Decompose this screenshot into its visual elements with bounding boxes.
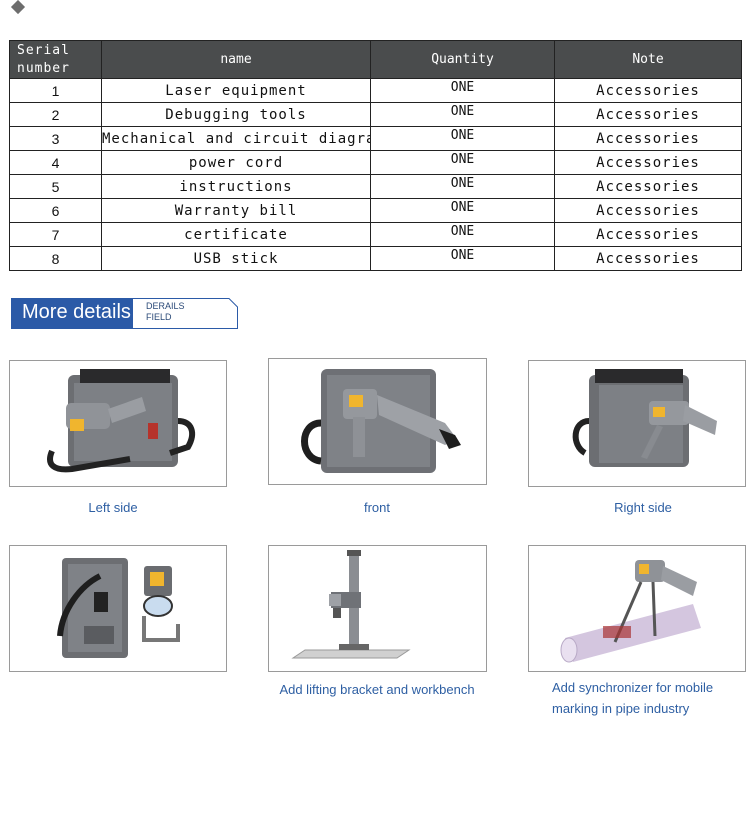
- cell-name: instructions: [101, 174, 371, 199]
- bullet-diamond-icon: [10, 0, 26, 15]
- caption-lifting-bracket: Add lifting bracket and workbench: [279, 682, 475, 697]
- cell-serial: 1: [9, 78, 102, 103]
- cell-quantity: ONE: [370, 150, 555, 175]
- banner-shape: [11, 298, 238, 329]
- cell-name: power cord: [101, 150, 371, 175]
- cell-name: Debugging tools: [101, 102, 371, 127]
- cell-serial: 6: [9, 198, 102, 223]
- cell-quantity: ONE: [370, 198, 555, 223]
- cell-quantity: ONE: [370, 78, 555, 103]
- cell-quantity: ONE: [370, 102, 555, 127]
- table-header-row: Serial number name Quantity Note: [9, 40, 742, 79]
- header-name: name: [101, 40, 371, 79]
- laser-machine-right-image: [572, 369, 717, 467]
- cell-name: Warranty bill: [101, 198, 371, 223]
- pipe-synchronizer-image: [560, 560, 701, 663]
- banner-subtitle: DERAILS FIELD: [146, 301, 185, 323]
- lifting-bracket-image: [291, 550, 411, 659]
- cell-quantity: ONE: [370, 126, 555, 151]
- laser-machine-left-image: [47, 369, 196, 473]
- cell-note: Accessories: [554, 222, 742, 247]
- photo-back: [9, 545, 227, 672]
- caption-left-side: Left side: [88, 500, 138, 515]
- cell-serial: 3: [9, 126, 102, 151]
- cell-name: USB stick: [101, 246, 371, 271]
- cell-name: certificate: [101, 222, 371, 247]
- photo-front: [268, 358, 487, 485]
- cell-note: Accessories: [554, 150, 742, 175]
- caption-right-side: Right side: [614, 500, 672, 515]
- photo-synchronizer: [528, 545, 746, 672]
- banner-sub-line1: DERAILS: [146, 301, 185, 311]
- banner-title: More details: [22, 301, 131, 323]
- cell-serial: 2: [9, 102, 102, 127]
- cell-serial: 8: [9, 246, 102, 271]
- cell-quantity: ONE: [370, 174, 555, 199]
- laser-machine-front-image: [301, 369, 461, 473]
- cell-quantity: ONE: [370, 246, 555, 271]
- cell-name: Mechanical and circuit diagram: [101, 126, 371, 151]
- caption-front: front: [363, 500, 390, 515]
- banner-sub-line2: FIELD: [146, 312, 172, 322]
- cell-note: Accessories: [554, 78, 742, 103]
- cell-serial: 5: [9, 174, 102, 199]
- photo-lifting-bracket: [268, 545, 487, 672]
- caption-synchronizer: Add synchronizer for mobile marking in p…: [552, 680, 714, 716]
- cell-serial: 7: [9, 222, 102, 247]
- cell-quantity: ONE: [370, 222, 555, 247]
- cell-name: Laser equipment: [101, 78, 371, 103]
- laser-machine-back-image: [57, 558, 180, 658]
- header-quantity: Quantity: [370, 40, 555, 79]
- cell-serial: 4: [9, 150, 102, 175]
- cell-note: Accessories: [554, 102, 742, 127]
- cell-note: Accessories: [554, 198, 742, 223]
- photo-right-side: [528, 360, 746, 487]
- more-details-banner: More details DERAILS FIELD: [11, 298, 238, 329]
- cell-note: Accessories: [554, 126, 742, 151]
- header-serial: Serial number: [9, 40, 102, 79]
- header-note: Note: [554, 40, 742, 79]
- cell-note: Accessories: [554, 174, 742, 199]
- cell-note: Accessories: [554, 246, 742, 271]
- photo-left-side: [9, 360, 227, 487]
